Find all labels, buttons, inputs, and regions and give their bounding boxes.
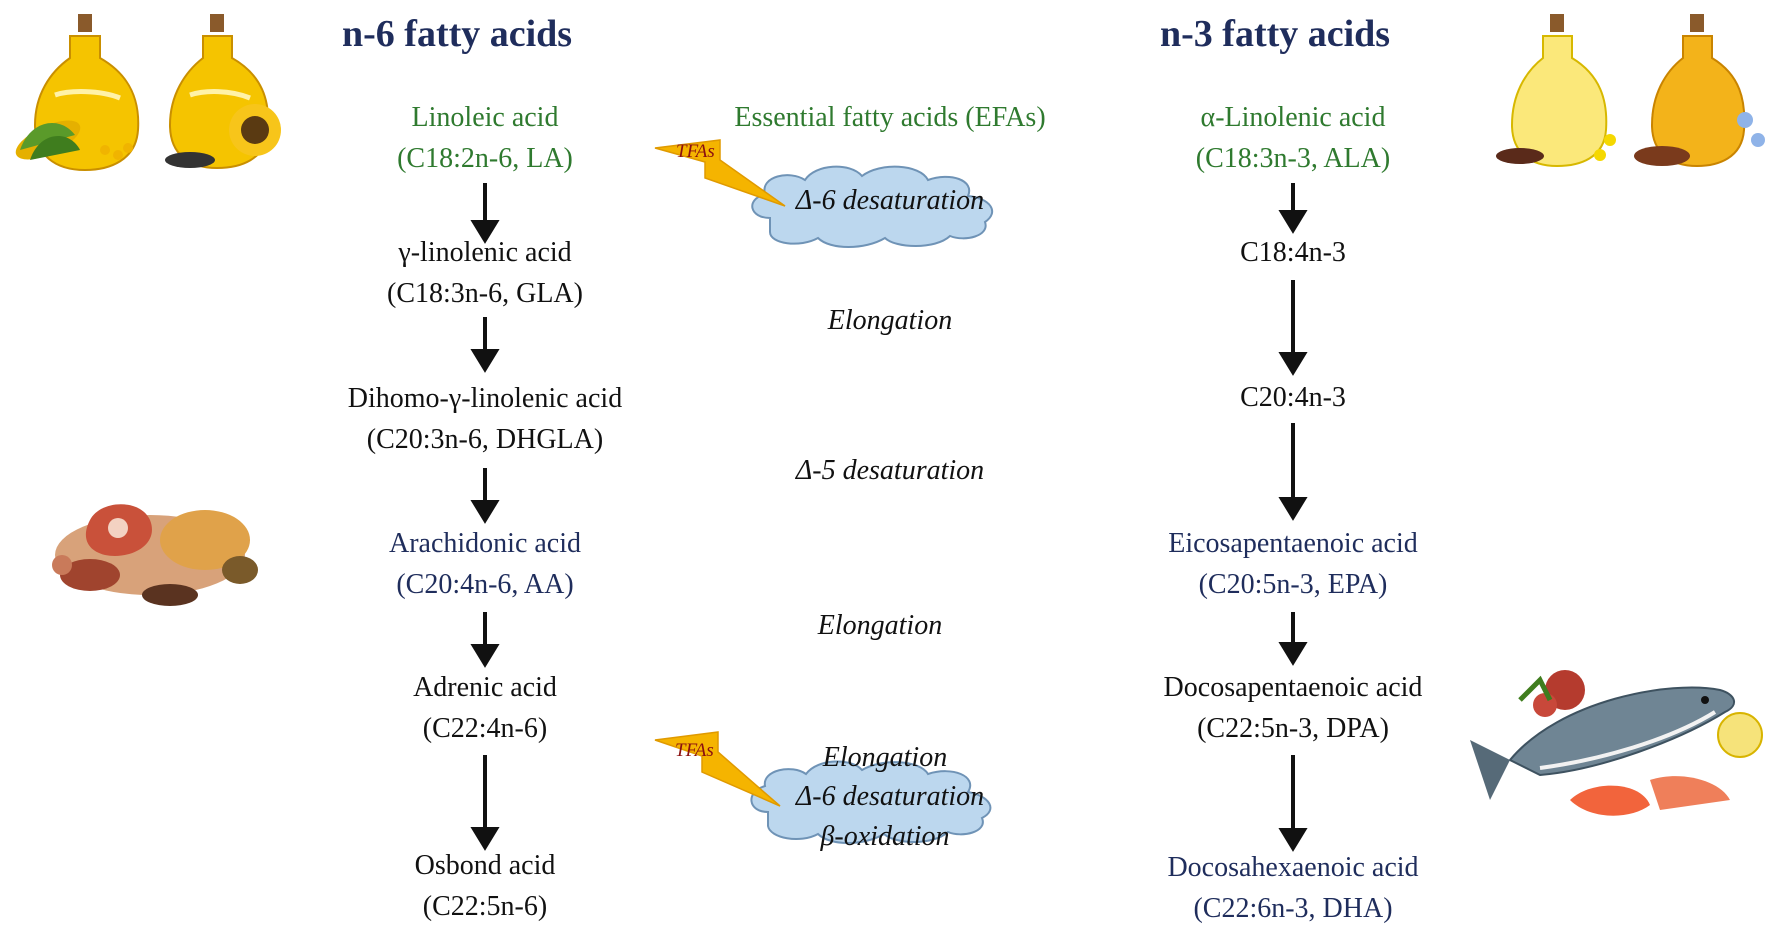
corn-oil-bottle-icon	[15, 14, 140, 172]
n3-node-name: Docosapentaenoic acid	[1163, 672, 1423, 703]
n6-node-gla: γ-linolenic acid (C18:3n-6, GLA)	[285, 232, 685, 314]
n3-node-formula: (C22:5n-3, DPA)	[1197, 713, 1389, 744]
n6-node-formula: (C22:5n-6)	[422, 891, 548, 922]
n3-node-name: C18:4n-3	[1240, 237, 1346, 268]
lightning-top-icon	[654, 139, 786, 207]
n6-node-name: Linoleic acid	[411, 102, 559, 133]
step-elongation-3: Elongation	[822, 742, 948, 773]
n6-node-osbond: Osbond acid (C22:5n-6)	[285, 845, 685, 927]
n6-heading: n-6 fatty acids	[342, 13, 573, 55]
step-elongation-1: Elongation	[827, 305, 953, 336]
n3-node-formula: (C22:6n-3, DHA)	[1193, 893, 1393, 924]
sunflower-oil-bottle-icon	[165, 14, 281, 170]
step-d5-desaturation: Δ-5 desaturation	[795, 455, 985, 486]
step-beta-oxidation: β-oxidation	[820, 821, 950, 852]
n6-node-formula: (C18:3n-6, GLA)	[387, 278, 583, 309]
n6-node-dhgla: Dihomo-γ-linolenic acid (C20:3n-6, DHGLA…	[285, 378, 685, 460]
n3-node-epa: Eicosapentaenoic acid (C20:5n-3, EPA)	[1093, 523, 1493, 605]
cloud-bottom	[750, 760, 992, 844]
n6-node-formula: (C22:4n-6)	[422, 713, 548, 744]
n3-node-name: α-Linolenic acid	[1200, 102, 1386, 133]
meat-platter-icon	[52, 504, 258, 606]
tfa-label-bottom: TFAs	[675, 740, 714, 761]
n6-arrows	[470, 183, 500, 851]
n6-node-name: Osbond acid	[414, 850, 556, 881]
n3-node-formula: (C20:5n-3, EPA)	[1198, 569, 1388, 600]
n3-heading: n-3 fatty acids	[1160, 13, 1391, 55]
n6-node-name: γ-linolenic acid	[398, 237, 572, 268]
step-elongation-2: Elongation	[817, 610, 943, 641]
n6-node-name: Adrenic acid	[413, 672, 557, 703]
n3-node-c204: C20:4n-3	[1093, 377, 1493, 418]
n6-node-name: Dihomo-γ-linolenic acid	[347, 383, 623, 414]
n3-node-c184: C18:4n-3	[1093, 232, 1493, 273]
cloud-top	[751, 165, 994, 248]
tfa-label-top: TFAs	[676, 141, 715, 162]
n6-node-aa: Arachidonic acid (C20:4n-6, AA)	[285, 523, 685, 605]
n6-node-adrenic: Adrenic acid (C22:4n-6)	[285, 667, 685, 749]
lightning-bottom-icon	[654, 731, 781, 807]
n3-node-name: Eicosapentaenoic acid	[1168, 528, 1418, 559]
n6-node-la: Linoleic acid (C18:2n-6, LA)	[285, 97, 685, 179]
n6-node-formula: (C18:2n-6, LA)	[397, 143, 573, 174]
n3-arrows	[1278, 183, 1308, 852]
n6-node-formula: (C20:3n-6, DHGLA)	[366, 424, 604, 455]
efa-label: Essential fatty acids (EFAs)	[734, 102, 1046, 133]
n3-node-dpa: Docosapentaenoic acid (C22:5n-3, DPA)	[1093, 667, 1493, 749]
flaxseed-oil-bottles-icon	[1496, 14, 1765, 168]
n3-node-dha: Docosahexaenoic acid (C22:6n-3, DHA)	[1093, 847, 1493, 929]
fish-seafood-icon	[1470, 670, 1763, 816]
n3-node-name: Docosahexaenoic acid	[1167, 852, 1419, 883]
step-d6-desaturation-top: Δ-6 desaturation	[795, 185, 985, 216]
n6-node-name: Arachidonic acid	[388, 528, 582, 559]
n3-node-name: C20:4n-3	[1240, 382, 1346, 413]
n3-node-ala: α-Linolenic acid (C18:3n-3, ALA)	[1093, 97, 1493, 179]
step-d6-desaturation-bottom: Δ-6 desaturation	[795, 781, 985, 812]
n6-node-formula: (C20:4n-6, AA)	[396, 569, 574, 600]
n3-node-formula: (C18:3n-3, ALA)	[1195, 143, 1391, 174]
